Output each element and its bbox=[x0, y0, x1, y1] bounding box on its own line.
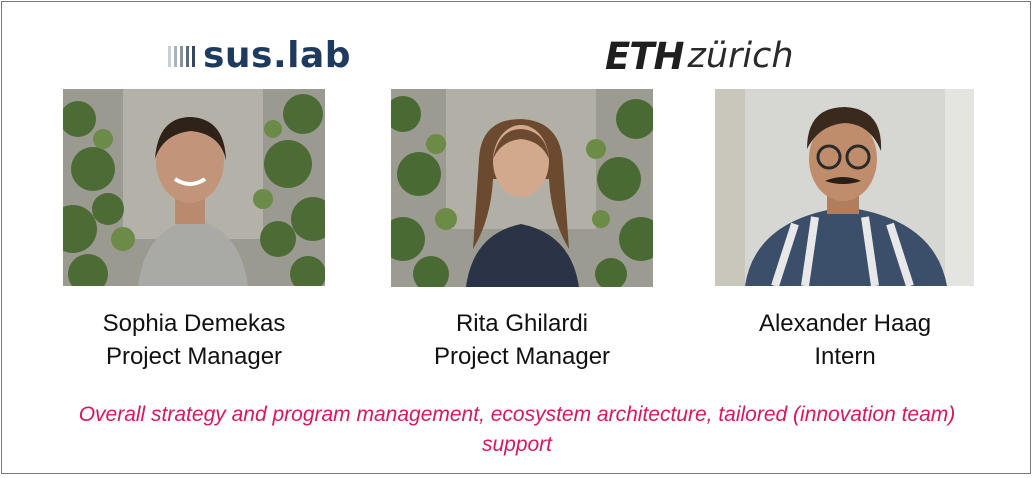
suslab-bars-icon bbox=[168, 45, 195, 67]
eth-logo-bold: ETH bbox=[605, 34, 684, 78]
person-role: Project Manager bbox=[433, 343, 611, 370]
team-tagline: Overall strategy and program management,… bbox=[78, 403, 956, 456]
suslab-logo: sus.lab bbox=[168, 35, 351, 77]
photo-rita-ghilardi bbox=[391, 89, 653, 287]
person-role: Project Manager bbox=[105, 343, 283, 370]
person-name: Alexander Haag bbox=[758, 310, 932, 337]
person-name: Sophia Demekas bbox=[102, 310, 286, 337]
person-rita: Rita Ghilardi Project Manager bbox=[382, 307, 662, 373]
eth-logo-light: zürich bbox=[687, 35, 794, 76]
eth-zurich-logo: ETH zürich bbox=[605, 34, 794, 78]
suslab-logo-text: sus.lab bbox=[203, 35, 352, 76]
person-role: Intern bbox=[814, 343, 876, 370]
person-name: Rita Ghilardi bbox=[455, 310, 589, 337]
person-sophia: Sophia Demekas Project Manager bbox=[54, 307, 334, 373]
person-alexander: Alexander Haag Intern bbox=[705, 307, 985, 373]
photo-sophia-demekas bbox=[63, 89, 325, 286]
photo-alexander-haag bbox=[715, 89, 974, 286]
